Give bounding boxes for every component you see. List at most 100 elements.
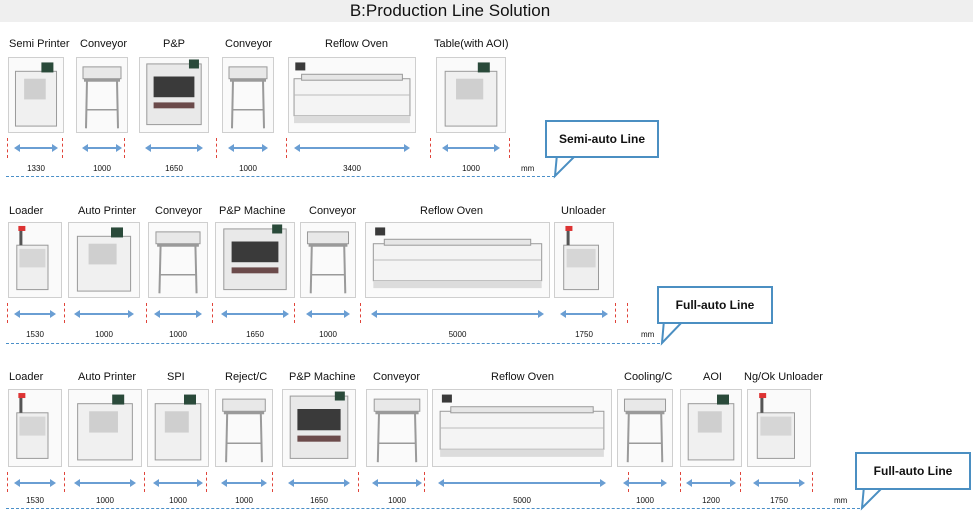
machine-label: Auto Printer — [78, 205, 137, 217]
dimension-arrow — [560, 310, 608, 318]
pick-and-place-machine — [282, 389, 356, 467]
separator-line — [812, 472, 813, 492]
dimension-arrow — [14, 479, 56, 487]
machine-label: Loader — [9, 371, 44, 383]
machine-label: Reflow Oven — [325, 38, 388, 50]
machine-length: 1000 — [93, 164, 111, 173]
machine-length: 1650 — [246, 330, 264, 339]
machine-label: Table(with AOI) — [434, 38, 509, 50]
machine-length: 5000 — [448, 330, 467, 339]
loader-machine — [8, 389, 62, 467]
aoi-machine — [680, 389, 742, 467]
conveyor-machine — [76, 57, 128, 133]
dimension-arrow — [288, 479, 350, 487]
dimension-arrow — [438, 479, 606, 487]
auto-printer-machine — [68, 389, 142, 467]
machine-length: 1330 — [27, 164, 45, 173]
dimension-arrow — [82, 144, 122, 152]
machine-length: 1000 — [388, 496, 406, 505]
machine-label: Auto Printer — [78, 371, 137, 383]
separator-line — [216, 138, 217, 158]
machine-label: Ng/Ok Unloader — [744, 371, 823, 383]
machine-length: 1000 — [235, 496, 253, 505]
dimension-arrow — [686, 479, 736, 487]
page-title: B:Production Line Solution — [349, 1, 551, 20]
unit-label: mm — [641, 330, 655, 339]
pick-and-place-machine — [215, 222, 295, 298]
machine-length: 1000 — [96, 496, 114, 505]
machine-length: 1000 — [636, 496, 654, 505]
aoi-table-machine — [436, 57, 506, 133]
unit-label: mm — [521, 164, 535, 173]
dimension-arrow — [442, 144, 500, 152]
machine-length: 1200 — [702, 496, 720, 505]
machine-label: Conveyor — [309, 205, 357, 217]
conveyor-machine — [148, 222, 208, 298]
machine-label: Semi Printer — [9, 38, 70, 50]
line-baseline — [6, 343, 660, 344]
separator-line — [7, 138, 8, 158]
dimension-arrow — [372, 479, 422, 487]
conveyor-machine — [300, 222, 356, 298]
dimension-arrow — [154, 310, 202, 318]
machine-length: 1530 — [26, 330, 44, 339]
machine-label: Reflow Oven — [420, 205, 483, 217]
machine-length: 1000 — [95, 330, 113, 339]
reject-conveyor-machine — [215, 389, 273, 467]
callout-pointer — [660, 320, 686, 346]
dimension-arrow — [294, 144, 410, 152]
dimension-arrow — [221, 479, 267, 487]
machine-label: P&P Machine — [219, 205, 286, 217]
title-bar: B:Production Line Solution — [0, 0, 973, 22]
separator-line — [212, 303, 213, 323]
semi-printer-machine — [8, 57, 64, 133]
separator-line — [430, 138, 431, 158]
separator-line — [64, 303, 65, 323]
machine-length: 1530 — [26, 496, 44, 505]
machine-label: Conveyor — [225, 38, 273, 50]
machine-length: 1000 — [462, 164, 480, 173]
line-type-callout: Semi-auto Line — [545, 120, 659, 158]
line-type-callout: Full-auto Line — [657, 286, 773, 324]
unit-label: mm — [834, 496, 848, 505]
machine-length: 5000 — [513, 496, 531, 505]
machine-length: 1750 — [770, 496, 788, 505]
machine-length: 3400 — [343, 164, 361, 173]
separator-line — [286, 138, 287, 158]
separator-line — [7, 472, 8, 492]
separator-line — [358, 472, 359, 492]
unloader-machine — [554, 222, 614, 298]
machine-label: Reflow Oven — [491, 371, 554, 383]
machine-label: Conveyor — [155, 205, 203, 217]
machine-length: 1750 — [575, 330, 593, 339]
dimension-arrow — [14, 310, 56, 318]
separator-line — [680, 472, 681, 492]
machine-label: Unloader — [561, 205, 606, 217]
machine-label: Loader — [9, 205, 44, 217]
loader-machine — [8, 222, 62, 298]
callout-pointer — [860, 486, 886, 511]
line-type-callout: Full-auto Line — [855, 452, 971, 490]
separator-line — [740, 472, 741, 492]
machine-length: 1650 — [310, 496, 328, 505]
reflow-oven-machine — [365, 222, 550, 298]
dimension-arrow — [753, 479, 805, 487]
dimension-arrow — [145, 144, 203, 152]
machine-label: Cooling/C — [624, 371, 673, 383]
cooling-conveyor-machine — [617, 389, 673, 467]
machine-label: AOI — [703, 371, 722, 383]
machine-label: Conveyor — [373, 371, 421, 383]
callout-pointer — [553, 154, 579, 179]
separator-line — [206, 472, 207, 492]
dimension-arrow — [74, 479, 136, 487]
separator-line — [7, 303, 8, 323]
reflow-oven-machine — [288, 57, 416, 133]
auto-printer-machine — [68, 222, 140, 298]
machine-label: Conveyor — [80, 38, 128, 50]
dimension-arrow — [228, 144, 268, 152]
separator-line — [146, 303, 147, 323]
separator-line — [627, 303, 628, 323]
separator-line — [64, 472, 65, 492]
machine-label: Reject/C — [225, 371, 268, 383]
separator-line — [124, 138, 125, 158]
